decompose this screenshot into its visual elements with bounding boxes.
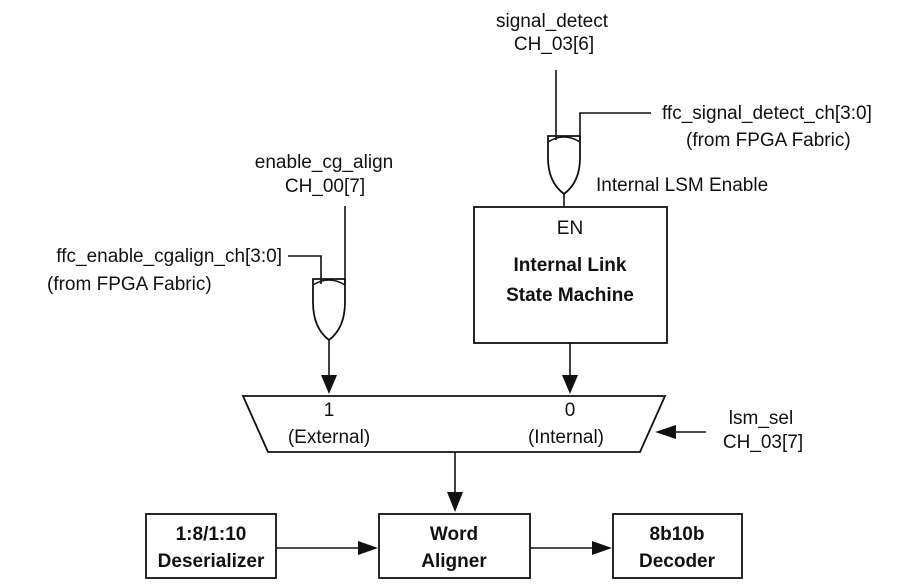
- lsm-title-line2: State Machine: [506, 285, 634, 306]
- external-input-arrow: [321, 375, 337, 394]
- internal-lsm-block: [473, 206, 668, 344]
- cg-align-or-gate: [312, 278, 346, 342]
- word-aligner-line2: Aligner: [421, 551, 487, 572]
- deserializer-line2: Deserializer: [158, 551, 265, 572]
- decoder-block: [612, 513, 743, 579]
- deserializer-line1: 1:8/1:10: [176, 524, 247, 545]
- internal-input-arrow: [562, 375, 578, 394]
- enable-cg-align-register: CH_00[7]: [285, 176, 365, 197]
- aligner-to-decoder-arrow: [592, 541, 612, 555]
- ffc-enable-cgalign-label: ffc_enable_cgalign_ch[3:0]: [56, 246, 282, 267]
- decoder-line1: 8b10b: [650, 524, 705, 545]
- ffc-signal-detect-source: (from FPGA Fabric): [686, 130, 851, 151]
- enable-cg-align-label: enable_cg_align: [255, 152, 393, 173]
- ffc-signal-detect-wire: [579, 112, 651, 140]
- lsm-sel-arrow: [655, 425, 676, 439]
- signal-detect-or-gate: [547, 135, 581, 196]
- lsm-sel-register: CH_03[7]: [723, 432, 803, 453]
- signal-detect-label: signal_detect: [496, 11, 609, 32]
- word-aligner-line1: Word: [430, 524, 478, 545]
- lsm-select-mux: [241, 395, 667, 453]
- lsm-title-line1: Internal Link: [514, 255, 627, 276]
- signal-detect-register: CH_03[6]: [514, 34, 594, 55]
- ffc-enable-cgalign-source: (from FPGA Fabric): [47, 274, 212, 295]
- ffc-signal-detect-label: ffc_signal_detect_ch[3:0]: [662, 103, 872, 124]
- internal-lsm-enable-label: Internal LSM Enable: [596, 175, 768, 196]
- lsm-sel-label: lsm_sel: [729, 408, 793, 429]
- ffc-enable-cgalign-wire: [288, 255, 322, 284]
- mux-input1-value: 1: [324, 400, 335, 421]
- mux-output-arrow: [447, 492, 463, 512]
- lsm-enable-port: EN: [557, 218, 583, 239]
- mux-input1-label: (External): [288, 427, 370, 448]
- decoder-line2: Decoder: [639, 551, 716, 572]
- mux-input0-value: 0: [565, 400, 576, 421]
- word-aligner-block: [378, 513, 531, 579]
- deserializer-block: [145, 513, 277, 579]
- mux-input0-label: (Internal): [528, 427, 604, 448]
- deserializer-to-aligner-arrow: [358, 541, 378, 555]
